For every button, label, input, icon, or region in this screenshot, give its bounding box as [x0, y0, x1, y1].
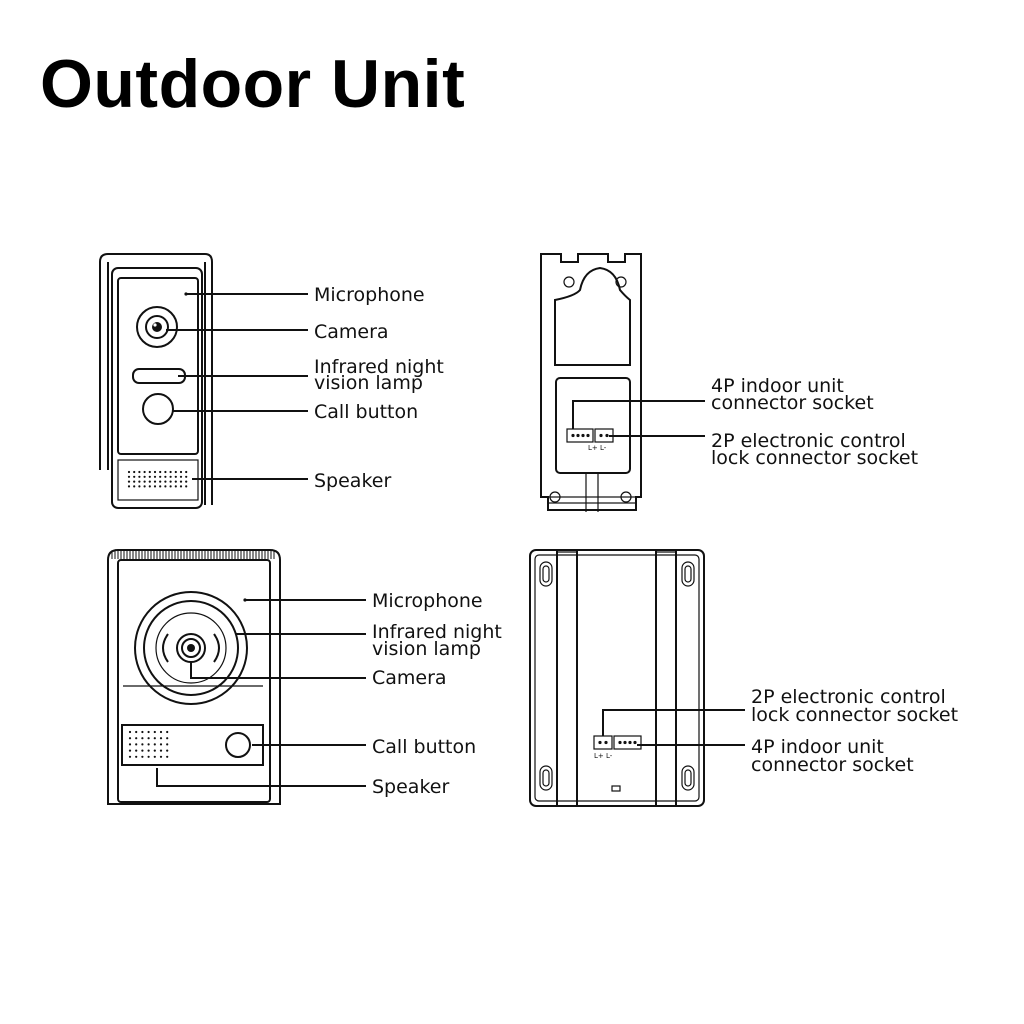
label-2p-socket-line1: 2P electronic control	[751, 686, 946, 708]
label-ir-lamp-line1: Infrared night	[372, 621, 502, 643]
label-4p-socket-line2: connector socket	[751, 754, 914, 776]
page-title: Outdoor Unit	[40, 46, 466, 122]
unit-b-back: L+ L- 2P electronic control lock connect…	[529, 549, 958, 807]
camera-lens	[176, 633, 206, 663]
ir-lamp-left	[162, 633, 169, 663]
label-camera: Camera	[372, 667, 447, 689]
label-ir-lamp-line2: vision lamp	[372, 638, 481, 660]
camera-lens	[136, 306, 178, 348]
label-speaker: Speaker	[372, 776, 449, 798]
unit-b-front: Microphone Infrared night vision lamp Ca…	[107, 549, 502, 805]
label-4p-socket-line1: 4P indoor unit	[711, 375, 844, 397]
speaker-grille	[128, 730, 169, 758]
terminal-marks: L+ L-	[594, 752, 613, 760]
label-call-button: Call button	[314, 401, 418, 423]
unit-a-back: L+ L- 4P indoor unit connector socket 2P…	[540, 253, 918, 512]
unit-a-front: Microphone Camera Infrared night vision …	[99, 253, 444, 509]
ir-lamp-right	[213, 633, 220, 663]
label-2p-socket-line2: lock connector socket	[711, 447, 918, 469]
label-call-button: Call button	[372, 736, 476, 758]
label-ir-lamp-line2: vision lamp	[314, 372, 423, 394]
label-2p-socket-line2: lock connector socket	[751, 704, 958, 726]
label-camera: Camera	[314, 321, 389, 343]
connector-4p-socket	[613, 735, 642, 750]
call-button-shape	[142, 393, 174, 425]
label-2p-socket-line1: 2P electronic control	[711, 430, 906, 452]
connector-4p-socket	[566, 428, 594, 443]
speaker-grille	[127, 470, 188, 488]
label-microphone: Microphone	[372, 590, 483, 612]
label-4p-socket-line1: 4P indoor unit	[751, 736, 884, 758]
label-4p-socket-line2: connector socket	[711, 392, 874, 414]
label-microphone: Microphone	[314, 284, 425, 306]
ir-lamp	[132, 368, 186, 384]
call-button-shape	[225, 732, 251, 758]
label-ir-lamp-line1: Infrared night	[314, 356, 444, 378]
connector-2p-socket	[593, 735, 613, 750]
terminal-marks: L+ L-	[588, 444, 607, 452]
label-speaker: Speaker	[314, 470, 391, 492]
